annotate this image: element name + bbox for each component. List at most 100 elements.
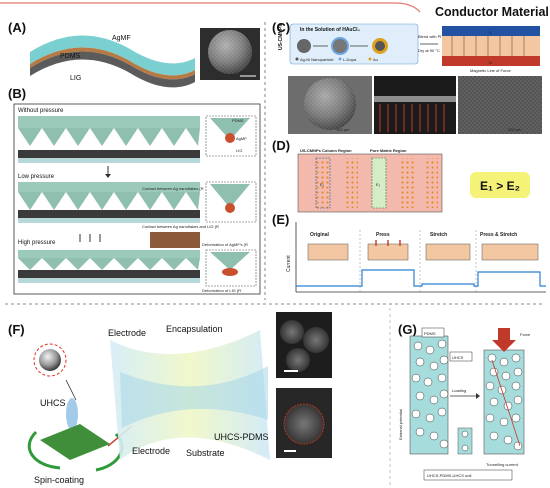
force-arrow xyxy=(492,328,516,352)
state-high-pressure: High pressure xyxy=(18,240,56,246)
panel-c-label: (C) xyxy=(272,20,290,35)
base-band-2 xyxy=(18,218,200,223)
uhcs-particle xyxy=(39,349,61,371)
g-spheres-right xyxy=(485,353,523,451)
panel-f-label: (F) xyxy=(8,322,25,337)
sample-press xyxy=(367,243,409,261)
pdms-layer xyxy=(30,35,195,76)
base-band-1 xyxy=(18,158,200,163)
electrode-bottom: Electrode xyxy=(132,446,170,456)
panel-e: (E) Current Original Press Stretch Press… xyxy=(272,212,546,293)
lig-band-2 xyxy=(18,210,200,218)
pyramids-1 xyxy=(18,128,200,146)
state-low-pressure: Low pressure xyxy=(18,174,55,180)
panel-c: (C) US-CMNPs In the Solution of HAuCl₄ A… xyxy=(272,20,542,134)
pyramids-2 xyxy=(18,192,200,210)
arrows-high xyxy=(79,234,101,242)
sem-c2-band xyxy=(374,96,456,102)
sem-a-shade xyxy=(208,30,252,74)
state-press-stretch: Press & Stretch xyxy=(480,232,517,238)
lig-layer xyxy=(30,51,195,88)
legend-agni: Ag-Ni Nanoparticle xyxy=(300,57,334,62)
pdms-tag-box xyxy=(421,327,445,338)
g-tunnelling: Tunnelling current xyxy=(486,462,519,467)
tag-lig-1: LIG xyxy=(236,148,242,153)
magnet-top xyxy=(442,26,540,36)
unit-s2 xyxy=(461,444,469,452)
magnet-label: Magnetic Line of Force xyxy=(470,68,511,73)
deform-lig: Deformation of LIG (R xyxy=(202,288,241,293)
blend-text: Blend with PI xyxy=(418,34,441,39)
panel-a-label: (A) xyxy=(8,20,26,35)
sample-stretch xyxy=(425,243,471,261)
pdms-text: PDMS xyxy=(60,53,81,60)
sem-c1-shade xyxy=(304,78,356,130)
zoom-pyramid-3 xyxy=(210,252,250,270)
agmf-layer xyxy=(30,47,195,80)
panel-g-label: (G) xyxy=(398,322,417,337)
formula: E₁ > E₂ xyxy=(480,179,520,193)
np-2 xyxy=(331,37,349,55)
legend-ldopa: L-Dopa xyxy=(343,57,357,62)
e2-text: E₂ xyxy=(376,182,381,187)
e1-text: E₁ xyxy=(320,182,325,187)
zoom-agmf-2 xyxy=(225,203,235,213)
sem-c1-scale: 100 μm xyxy=(336,127,350,132)
column-3 xyxy=(400,158,414,208)
magnet-gap xyxy=(442,36,540,56)
agmf-text: AgMF xyxy=(112,35,131,42)
zoom-agmf-1 xyxy=(225,133,235,143)
g-uhcs: UHCS xyxy=(452,355,464,360)
sem-f1-p3 xyxy=(286,348,310,372)
press-arrows xyxy=(375,240,401,246)
uhcs-pdms-layer xyxy=(120,366,268,428)
sem-f1-p2 xyxy=(303,327,329,353)
pdms-band-3 xyxy=(18,250,200,258)
magnet-s: S xyxy=(489,30,492,35)
spray xyxy=(66,398,78,430)
g-loading: Loading xyxy=(452,388,466,393)
pdms-band-1 xyxy=(18,116,200,128)
panel-b: (B) Without pressure PDMS AgMF LIG Low p… xyxy=(8,86,261,295)
state-press: Press xyxy=(376,232,390,238)
magnet-n: N xyxy=(489,60,492,65)
unit-label-box xyxy=(423,469,513,481)
sem-f2-scalebar xyxy=(284,450,296,452)
panel-e-label: (E) xyxy=(272,212,289,227)
panel-d: (D) US-CMNPs Column Region Pure Matrix R… xyxy=(272,138,530,213)
matrix-region: Pure Matrix Region xyxy=(370,148,407,153)
column-region: US-CMNPs Column Region xyxy=(300,148,352,153)
contact-1: Contact between Ag nanoflakes (R xyxy=(142,186,204,191)
header-title: Conductor Material xyxy=(435,5,549,19)
current-trace xyxy=(296,269,546,287)
solution-title: In the Solution of HAuCl₄ xyxy=(300,27,360,33)
panel-b-label: (B) xyxy=(8,86,26,101)
zoom-pyramid-1 xyxy=(210,118,250,140)
panel-d-label: (D) xyxy=(272,138,290,153)
sem-c2-scale: 50 μm xyxy=(420,127,432,132)
panel-g: (G) PDMS UHCS Loading Force Tunnell xyxy=(398,322,531,481)
solution-box xyxy=(289,23,419,65)
loading-head xyxy=(476,393,480,399)
column-2 xyxy=(344,158,358,208)
column-1 xyxy=(315,157,331,209)
zoom-pyramid-2 xyxy=(210,184,250,208)
sample-original xyxy=(307,243,349,261)
tag-pdms-1: PDMS xyxy=(232,118,244,123)
arrow-low-head xyxy=(105,174,111,178)
np-1 xyxy=(297,39,311,53)
deform-agmf: Deformation of AgMF's (R xyxy=(202,242,248,247)
sem-c2-columns xyxy=(379,104,445,132)
uhcs-pointer xyxy=(65,379,77,401)
spin-plate xyxy=(40,424,110,460)
encapsulation: Encapsulation xyxy=(166,324,223,334)
sem-f1-p1 xyxy=(280,320,304,344)
np-3-core xyxy=(375,41,385,51)
uhcs-label: UHCS xyxy=(40,398,66,408)
panel-f: (F) UHCS Spin-coating Electrode Encapsul… xyxy=(8,312,332,485)
unit-s1 xyxy=(461,430,469,438)
pdms-band-2 xyxy=(18,182,200,192)
sem-a-scale: 1 μm xyxy=(241,70,251,75)
substrate: Substrate xyxy=(186,448,225,458)
